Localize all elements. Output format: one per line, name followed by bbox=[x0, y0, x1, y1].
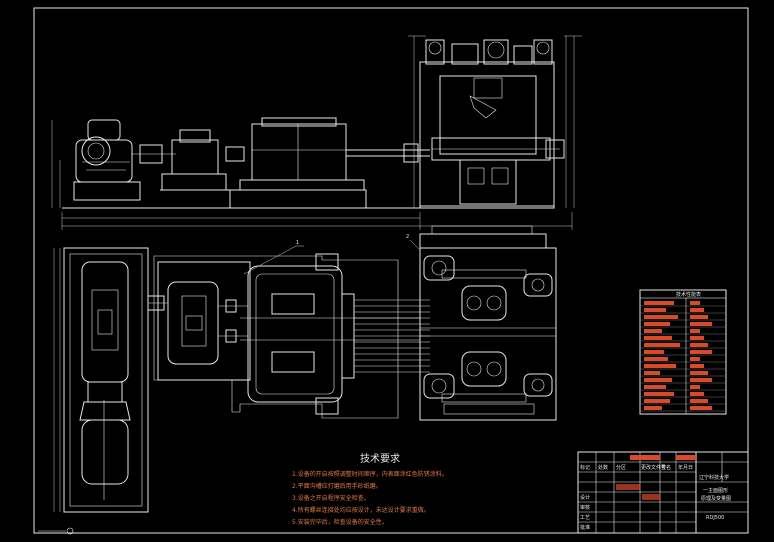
spec-table-cell bbox=[644, 329, 662, 333]
reducer-elevation bbox=[160, 129, 230, 191]
spec-table-cell bbox=[644, 378, 672, 382]
note-4: 4.所有螺丝连接处均应按设计，未达设计要求重做。 bbox=[292, 506, 430, 514]
tb-label-mark: 标记 bbox=[580, 464, 590, 471]
callout-2: 2 bbox=[406, 234, 409, 240]
tb-label-zone: 分区 bbox=[616, 464, 626, 471]
spec-table-cell bbox=[644, 301, 674, 305]
tb-role-approve: 批准 bbox=[580, 524, 590, 531]
note-3: 3.设备之开启程序安全检查。 bbox=[292, 494, 370, 502]
tb-drawing-name-1: 一主面图形 bbox=[703, 487, 728, 494]
main-gearbox-elevation bbox=[229, 117, 367, 209]
front-elevation-view bbox=[51, 35, 582, 230]
spec-table-cell bbox=[690, 392, 704, 396]
callout-1: 1 bbox=[296, 240, 299, 246]
spec-table-cell bbox=[690, 343, 708, 347]
tb-role-process: 工艺 bbox=[580, 515, 590, 521]
spec-table-cell bbox=[644, 322, 670, 326]
drawing-frame bbox=[33, 7, 749, 535]
technical-notes: 技术要求 1.设备的开启按照调整时间顺序，内表面涂红色防锈涂料。 2.平面沟槽应… bbox=[292, 452, 448, 526]
note-2: 2.平面沟槽应打磨后用手砂纸磨。 bbox=[292, 482, 382, 490]
spec-table-cell bbox=[690, 322, 712, 326]
callout-leaders: 1 2 bbox=[243, 234, 421, 275]
spec-table-cell bbox=[644, 371, 660, 375]
tb-school: 辽宁科技大学 bbox=[699, 474, 729, 481]
spec-table-cell bbox=[690, 315, 708, 319]
note-1: 1.设备的开启按照调整时间顺序，内表面涂红色防锈涂料。 bbox=[292, 470, 448, 478]
motor-elevation bbox=[73, 119, 141, 201]
notes-title: 技术要求 bbox=[360, 452, 400, 465]
main-gearbox-plan bbox=[153, 253, 420, 419]
motor-plan bbox=[63, 247, 149, 513]
spec-table-cell bbox=[644, 350, 664, 354]
pump-plan bbox=[419, 225, 557, 421]
note-5: 5.安装完毕后，检查设备的安全性。 bbox=[292, 518, 388, 526]
pump-frame-elevation bbox=[408, 35, 582, 209]
spec-table-cell bbox=[690, 399, 708, 403]
plan-view: 1 2 bbox=[53, 225, 557, 513]
spec-table-cell bbox=[690, 357, 700, 361]
spec-table-cell bbox=[690, 336, 704, 340]
spec-table-cell bbox=[690, 364, 704, 368]
spec-table-cell bbox=[690, 329, 700, 333]
spec-table-cell bbox=[644, 385, 666, 389]
coupling-elevation bbox=[132, 144, 176, 164]
front-dimensions bbox=[51, 120, 573, 230]
connecting-rods bbox=[354, 299, 430, 373]
tb-role-design: 设计 bbox=[580, 494, 590, 501]
spec-table-cell bbox=[690, 350, 712, 354]
spec-table-title: 技术性能表 bbox=[676, 291, 701, 298]
tb-label-change: 更改文件号 bbox=[641, 464, 666, 471]
spec-table-cell bbox=[690, 378, 712, 382]
spec-table-cell bbox=[644, 399, 670, 403]
spec-table-cell bbox=[644, 357, 668, 361]
tb-label-count: 处数 bbox=[598, 464, 608, 471]
spec-table-cell bbox=[690, 308, 704, 312]
spec-table-cell bbox=[690, 301, 700, 305]
tb-label-sign: 签名 bbox=[661, 464, 671, 471]
title-block: 标记 处数 分区 更改文件号 签名 年月日 设计 审核 工艺 批准 辽宁科技大学… bbox=[577, 451, 749, 534]
spec-table-cell bbox=[644, 343, 680, 347]
spec-table-cell bbox=[644, 336, 672, 340]
tb-label-date: 年月日 bbox=[678, 464, 693, 471]
spec-table-cell bbox=[644, 315, 678, 319]
reducer-plan bbox=[157, 261, 251, 381]
spec-table-cell bbox=[690, 385, 700, 389]
spec-table-cell bbox=[644, 308, 666, 312]
spec-table-rows bbox=[640, 298, 726, 414]
tb-drawing-no: RDJ500 bbox=[706, 515, 724, 521]
spec-table-cell bbox=[644, 364, 676, 368]
tb-role-review: 审核 bbox=[580, 504, 590, 511]
spec-table-cell bbox=[644, 406, 662, 410]
spec-table-cell bbox=[690, 371, 708, 375]
tb-drawing-name-2: 原理及变量图 bbox=[701, 495, 731, 502]
spec-table: 技术性能表 bbox=[639, 289, 727, 415]
spec-table-cell bbox=[644, 392, 674, 396]
spec-table-cell bbox=[690, 406, 712, 410]
